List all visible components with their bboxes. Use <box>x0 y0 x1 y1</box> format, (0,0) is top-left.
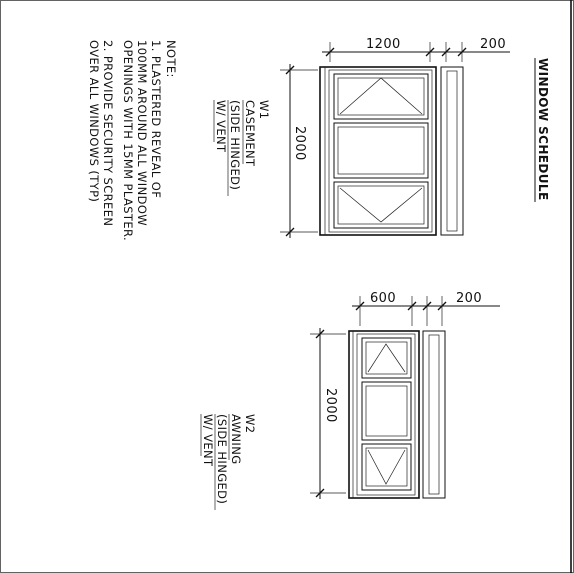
notes-heading: NOTE: <box>164 40 178 78</box>
note-line-4: 2. PROVIDE SECURITY SCREEN <box>101 40 115 226</box>
w2-vent-width-dimension: 200 <box>456 291 482 306</box>
w2-vent-label: W/ VENT <box>201 414 215 467</box>
schedule-title: WINDOW SCHEDULE <box>536 58 550 201</box>
w1-label: W1 CASEMENT (SIDE HINGED) W/ VENT <box>213 100 271 196</box>
w2-sash-bottom <box>361 443 412 491</box>
w2-vent <box>422 330 446 499</box>
w2-sash-top-hinge-lines <box>367 343 406 373</box>
w1-vent <box>440 66 464 236</box>
w2-inner-frame <box>356 333 416 496</box>
w2-label: W2 AWNING (SIDE HINGED) W/ VENT <box>200 414 257 510</box>
note-line-5: OVER ALL WINDOWS (TYP) <box>87 40 101 202</box>
w1-vent-label: W/ VENT <box>214 100 228 153</box>
w2-height-dimension: 2000 <box>323 388 338 423</box>
w1-sash-bottom <box>333 181 429 229</box>
w1-width-dimension: 1200 <box>366 37 401 52</box>
note-line-1: 1. PLASTERED REVEAL OF <box>149 40 163 198</box>
w2-outer-frame <box>348 330 420 499</box>
w2-sash-middle <box>361 381 412 441</box>
w1-hinge: (SIDE HINGED) <box>228 100 242 190</box>
w2-sash-top <box>361 337 412 379</box>
w1-id: W1 <box>257 100 271 120</box>
w1-sash-top-hinge-lines <box>339 77 423 115</box>
note-line-2: 100MM AROUND ALL WINDOW <box>135 40 149 226</box>
note-line-3: OPENINGS WITH 15MM PLASTER. <box>121 40 135 241</box>
w1-sash-middle <box>333 122 429 179</box>
w1-outer-frame <box>319 66 437 236</box>
w1-height-dimension: 2000 <box>292 126 307 161</box>
w1-inner-frame <box>328 69 433 233</box>
w1-sash-bottom-hinge-lines <box>339 187 423 223</box>
notes-block: NOTE: 1. PLASTERED REVEAL OF 100MM AROUN… <box>87 40 178 241</box>
w1-type: CASEMENT <box>243 100 257 167</box>
w1-sash-top <box>333 73 429 120</box>
window-w2-elevation: 600 200 2000 <box>310 291 500 499</box>
w2-width-dimension: 600 <box>370 291 396 306</box>
w2-id: W2 <box>243 414 257 434</box>
w2-sash-bottom-hinge-lines <box>367 449 406 485</box>
w2-hinge: (SIDE HINGED) <box>215 414 229 504</box>
window-w1-elevation: 1200 200 2000 <box>280 37 510 238</box>
w1-vent-width-dimension: 200 <box>480 37 506 52</box>
w2-type: AWNING <box>229 414 243 465</box>
